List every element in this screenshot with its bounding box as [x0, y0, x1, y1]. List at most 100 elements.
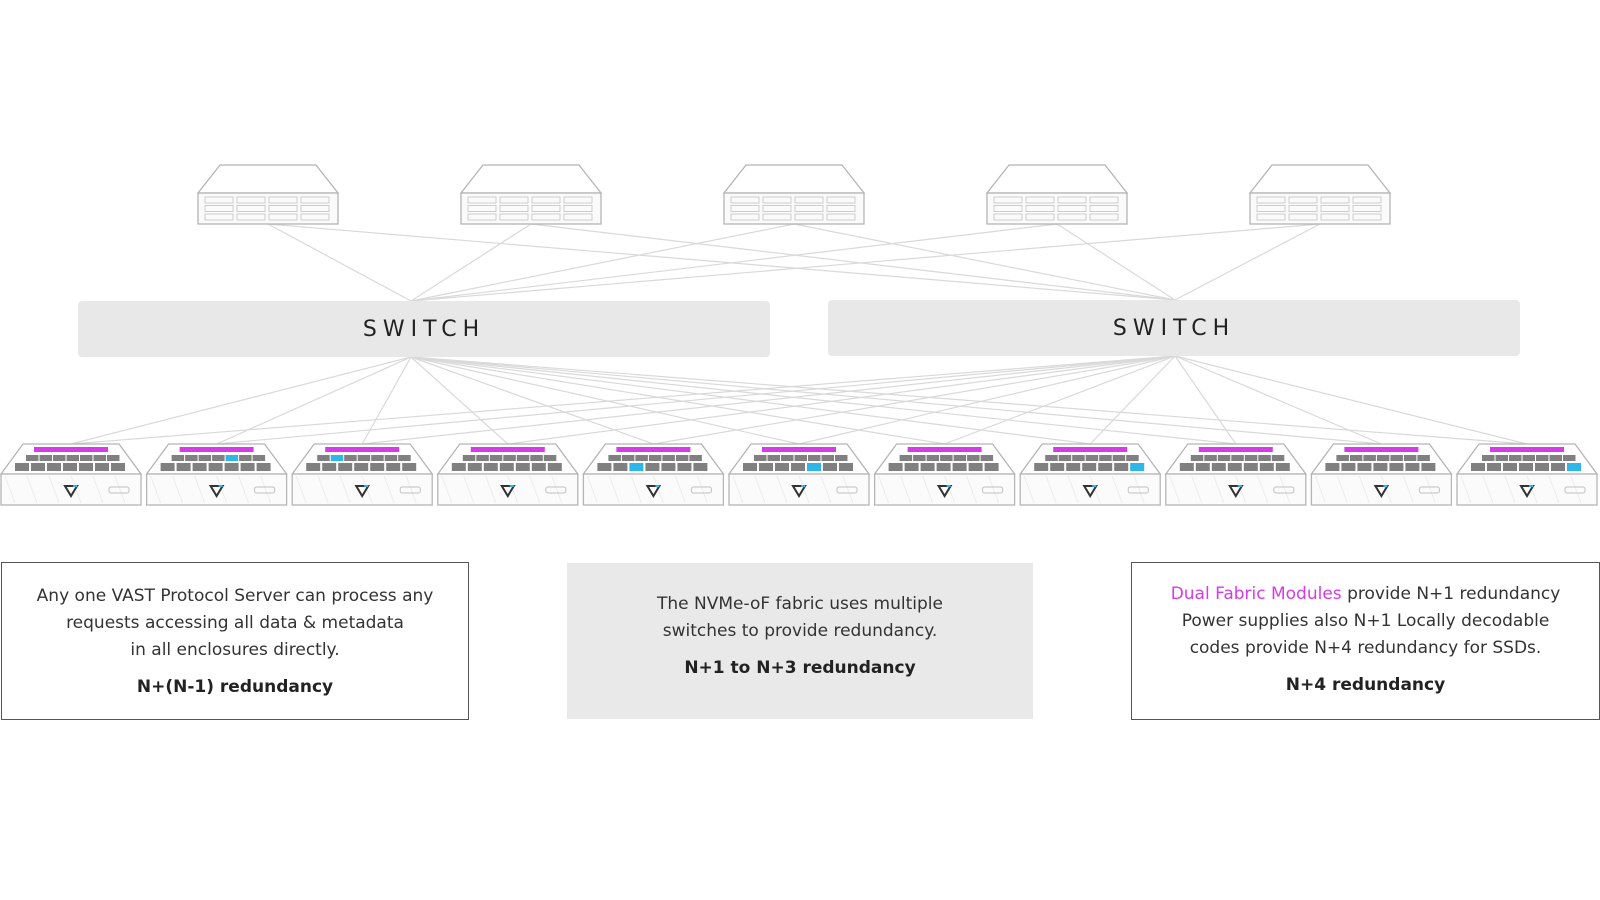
ssd	[1275, 463, 1290, 471]
ssd	[1258, 455, 1271, 461]
ssd	[531, 463, 546, 471]
enclosure-11	[1455, 443, 1599, 506]
fabric-module-bar	[762, 447, 836, 452]
ssd	[192, 463, 207, 471]
panel-pattern	[26, 475, 38, 504]
protocol-server-4	[985, 164, 1129, 225]
ssd	[675, 455, 689, 461]
drive-bay	[467, 213, 497, 221]
ssd	[39, 455, 52, 461]
enclosure-8	[1018, 443, 1162, 506]
ssd	[1098, 463, 1113, 471]
panel-pattern	[820, 475, 832, 504]
ssd	[621, 455, 635, 461]
ssd	[899, 455, 913, 461]
protocol-servers	[196, 164, 1392, 225]
drive-bay	[531, 205, 561, 212]
drive-bay	[762, 213, 792, 221]
ssd	[661, 463, 676, 471]
switch-enclosure-link	[653, 355, 1176, 445]
panel-pattern	[1336, 475, 1348, 504]
drive-bay	[826, 196, 856, 204]
ssd	[635, 455, 648, 461]
enclosure-handle	[982, 486, 1004, 494]
panel-pattern	[92, 475, 104, 504]
protocol-server-3	[722, 164, 866, 225]
failed-ssd	[1567, 463, 1581, 471]
panel-pattern	[238, 475, 250, 504]
ssd	[95, 463, 109, 471]
vast-logo-icon	[500, 485, 516, 498]
ssd	[767, 455, 780, 461]
panel-pattern	[1548, 475, 1560, 504]
drive-bay	[1089, 196, 1119, 204]
enclosure-info-line-1: Dual Fabric Modules provide N+1 redundan…	[1132, 581, 1599, 608]
server-front	[723, 192, 865, 225]
ssd	[371, 455, 384, 461]
ssd	[1099, 455, 1112, 461]
drive-bay	[1057, 205, 1087, 212]
ssd	[317, 455, 330, 461]
ssd	[1357, 463, 1372, 471]
switch-enclosure-link	[410, 356, 800, 445]
fabric-redundancy: N+1 to N+3 redundancy	[684, 658, 916, 678]
drive-bay	[236, 196, 266, 204]
drive-bay	[204, 213, 234, 221]
ssd	[107, 455, 120, 461]
ssd	[370, 463, 385, 471]
server-front	[460, 192, 602, 225]
enclosure-front	[291, 473, 433, 506]
enclosure-front	[582, 473, 725, 506]
ssd	[483, 463, 498, 471]
enclosure-9	[1164, 443, 1308, 506]
ssd	[1271, 455, 1285, 461]
ssd	[66, 455, 79, 461]
switch-enclosure-link	[70, 356, 412, 445]
ssd	[252, 455, 266, 461]
drive-bay	[1256, 213, 1286, 221]
panel-pattern	[586, 475, 598, 504]
switch-enclosure-link	[410, 356, 1091, 445]
drive-bay	[1288, 213, 1318, 221]
enclosure-2	[145, 443, 288, 506]
ssd	[754, 455, 767, 461]
server-front	[197, 192, 339, 225]
server-switch-link	[267, 223, 1176, 301]
ssd	[823, 463, 837, 471]
ssd	[63, 463, 77, 471]
drive-bay	[268, 196, 298, 204]
ssd	[597, 463, 612, 471]
enclosure-4	[436, 443, 580, 506]
switch-enclosure-link	[1089, 355, 1176, 445]
panel-pattern	[383, 475, 395, 504]
ssd	[547, 463, 562, 471]
ssd	[26, 455, 39, 461]
switch-enclosure-link	[410, 356, 654, 445]
ssd	[489, 455, 503, 461]
panel-pattern	[317, 475, 329, 504]
drive-bay	[730, 196, 760, 204]
ssd	[743, 463, 757, 471]
protocol-server-2	[459, 164, 603, 225]
panel-pattern	[551, 475, 563, 504]
panel-pattern	[776, 475, 788, 504]
server-top	[985, 164, 1129, 194]
ssd	[1058, 455, 1072, 461]
drive-bay	[300, 196, 330, 204]
drive-bay	[1352, 196, 1382, 204]
switch-enclosure-link	[507, 355, 1176, 445]
ssd	[1509, 455, 1522, 461]
fabric-module-bar	[179, 447, 254, 452]
server-switch-link	[410, 223, 1058, 302]
enclosure-5	[582, 443, 725, 506]
ssd	[1519, 463, 1533, 471]
failed-ssd	[629, 463, 644, 471]
drive-bay	[531, 213, 561, 221]
server-switch-link	[1174, 223, 1321, 301]
ssd	[968, 463, 983, 471]
server-top	[1248, 164, 1392, 194]
ssd	[1227, 463, 1242, 471]
ssd	[171, 455, 185, 461]
panel-pattern	[1213, 475, 1225, 504]
panel-pattern	[1111, 475, 1123, 504]
